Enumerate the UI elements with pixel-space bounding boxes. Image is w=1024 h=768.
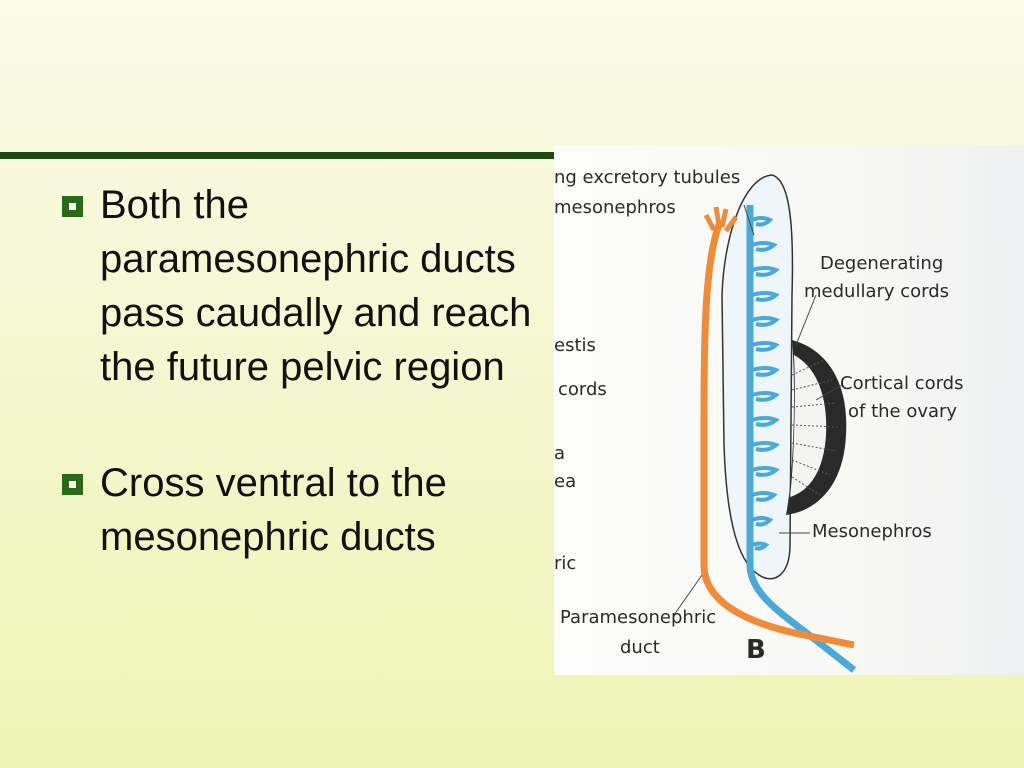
label-cortical-2: of the ovary [848,401,958,422]
excretory-tubules [751,216,780,551]
label-cords: cords [558,379,607,400]
label-cortical-1: Cortical cords [840,373,964,394]
label-mesonephros: Mesonephros [812,521,932,542]
square-bullet-icon [62,196,83,217]
bullet-text: Both the paramesonephric ducts pass caud… [100,183,532,389]
paramesonephric-duct [700,223,855,649]
title-divider [0,152,556,159]
bullet-list: Both the paramesonephric ducts pass caud… [62,178,532,626]
label-degenerating-2: medullary cords [804,281,950,302]
label-paramesonephric-1: Paramesonephric [560,607,717,628]
bullet-item: Both the paramesonephric ducts pass caud… [62,178,532,394]
embryology-figure: ng excretory tubules mesonephros Degener… [554,145,1024,675]
label-mesonephros-top: mesonephros [554,197,676,218]
paramesonephric-fimbriae [703,206,739,233]
cortical-cords [791,359,839,496]
panel-letter: B [746,635,766,665]
label-degenerating-1: Degenerating [820,253,944,274]
label-a: a [554,443,566,464]
label-paramesonephric-2: duct [620,637,660,658]
bullet-text: Cross ventral to the mesonephric ducts [100,461,447,559]
label-excretory-tubules: ng excretory tubules [554,167,741,188]
square-bullet-icon [62,474,83,495]
duct-diagram [673,174,857,673]
label-testis: estis [554,335,596,356]
label-ea: ea [554,471,577,492]
label-ric: ric [554,553,577,574]
bullet-item: Cross ventral to the mesonephric ducts [62,456,532,564]
